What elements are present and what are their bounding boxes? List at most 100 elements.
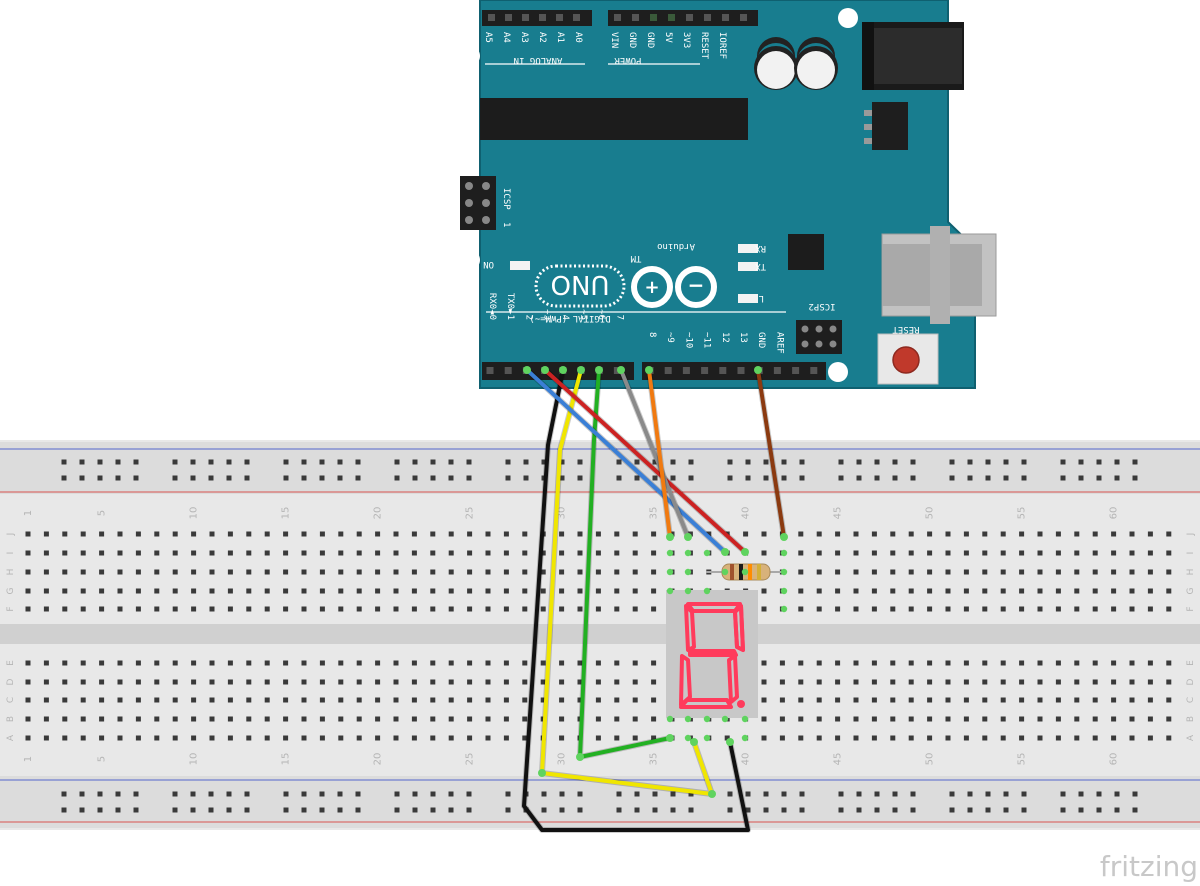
- breadboard-hole: [62, 735, 68, 741]
- breadboard-hole: [264, 606, 270, 612]
- breadboard-hole: [982, 606, 988, 612]
- digital-pin-label: ~3: [542, 309, 552, 320]
- rail-hole: [430, 475, 436, 481]
- breadboard-hole: [595, 550, 601, 556]
- breadboard-hole: [448, 569, 454, 575]
- breadboard-hole: [485, 660, 491, 666]
- rail-hole: [1132, 459, 1138, 465]
- rail-hole: [319, 475, 325, 481]
- breadboard-hole: [62, 588, 68, 594]
- rail-hole: [79, 475, 85, 481]
- breadboard-hole: [908, 697, 914, 703]
- breadboard-hole: [614, 606, 620, 612]
- breadboard-hole: [835, 679, 841, 685]
- breadboard-hole: [209, 716, 215, 722]
- rail-hole: [412, 459, 418, 465]
- breadboard-hole: [798, 588, 804, 594]
- breadboard-hole: [816, 679, 822, 685]
- breadboard-hole: [1055, 735, 1061, 741]
- rail-hole: [1096, 475, 1102, 481]
- reset-button[interactable]: [877, 333, 939, 385]
- breadboard-hole: [963, 531, 969, 537]
- breadboard-hole: [154, 735, 160, 741]
- rail-hole: [745, 459, 751, 465]
- column-number: 25: [465, 753, 476, 766]
- breadboard-hole: [798, 531, 804, 537]
- row-letter: B: [6, 716, 16, 722]
- breadboard-hole: [319, 697, 325, 703]
- segment-e: [679, 654, 692, 707]
- breadboard-hole: [927, 588, 933, 594]
- breadboard-hole: [614, 588, 620, 594]
- breadboard-hole: [540, 550, 546, 556]
- rail-hole: [763, 807, 769, 813]
- breadboard-hole: [283, 735, 289, 741]
- breadboard-hole: [761, 606, 767, 612]
- breadboard-hole: [614, 697, 620, 703]
- breadboard-hole: [117, 679, 123, 685]
- row-letter: J: [6, 533, 16, 537]
- breadboard-hole: [945, 550, 951, 556]
- breadboard-hole: [62, 697, 68, 703]
- breadboard-hole: [540, 588, 546, 594]
- breadboard-hole: [761, 735, 767, 741]
- connected-hole: [666, 568, 674, 576]
- rail-hole: [1078, 791, 1084, 797]
- breadboard-hole: [264, 735, 270, 741]
- rail-hole: [97, 459, 103, 465]
- rail-hole: [283, 791, 289, 797]
- breadboard-hole: [982, 697, 988, 703]
- breadboard-hole: [559, 716, 565, 722]
- breadboard-hole: [1166, 531, 1172, 537]
- breadboard-hole: [191, 735, 197, 741]
- breadboard-hole: [1129, 569, 1135, 575]
- breadboard-hole: [246, 697, 252, 703]
- breadboard-hole: [779, 679, 785, 685]
- breadboard-hole: [227, 716, 233, 722]
- breadboard-hole: [430, 697, 436, 703]
- breadboard-hole: [301, 531, 307, 537]
- breadboard-hole: [301, 735, 307, 741]
- breadboard-hole: [301, 697, 307, 703]
- breadboard-hole: [99, 716, 105, 722]
- rail-hole: [763, 791, 769, 797]
- rail-hole: [301, 459, 307, 465]
- breadboard-hole: [246, 679, 252, 685]
- breadboard-hole: [154, 679, 160, 685]
- breadboard-hole: [632, 716, 638, 722]
- rail-hole: [190, 807, 196, 813]
- rail-hole: [781, 807, 787, 813]
- breadboard-hole: [982, 550, 988, 556]
- rail-hole: [61, 475, 67, 481]
- breadboard-hole: [117, 588, 123, 594]
- power-pin-label: RESET: [699, 32, 709, 60]
- breadboard-hole: [375, 679, 381, 685]
- rail-hole: [79, 459, 85, 465]
- header-pin: [810, 367, 818, 374]
- breadboard-hole: [1000, 735, 1006, 741]
- breadboard-hole: [172, 697, 178, 703]
- breadboard-hole: [1000, 679, 1006, 685]
- breadboard-hole: [375, 606, 381, 612]
- breadboard-hole: [853, 735, 859, 741]
- breadboard-hole: [632, 531, 638, 537]
- wire-endpoint: [741, 548, 749, 556]
- breadboard-hole: [227, 531, 233, 537]
- breadboard-hole: [779, 735, 785, 741]
- breadboard-hole: [301, 679, 307, 685]
- breadboard-hole: [411, 679, 417, 685]
- breadboard-hole: [485, 550, 491, 556]
- breadboard-hole: [853, 588, 859, 594]
- analog-pin-label: A0: [573, 32, 583, 43]
- breadboard-hole: [816, 606, 822, 612]
- breadboard-hole: [1074, 588, 1080, 594]
- icsp2-pin: [829, 340, 837, 348]
- rail-hole: [1132, 807, 1138, 813]
- rail-hole: [616, 459, 622, 465]
- breadboard-hole: [135, 697, 141, 703]
- rail-hole: [634, 791, 640, 797]
- breadboard-hole: [117, 660, 123, 666]
- rail-hole: [559, 459, 565, 465]
- rail-hole: [745, 475, 751, 481]
